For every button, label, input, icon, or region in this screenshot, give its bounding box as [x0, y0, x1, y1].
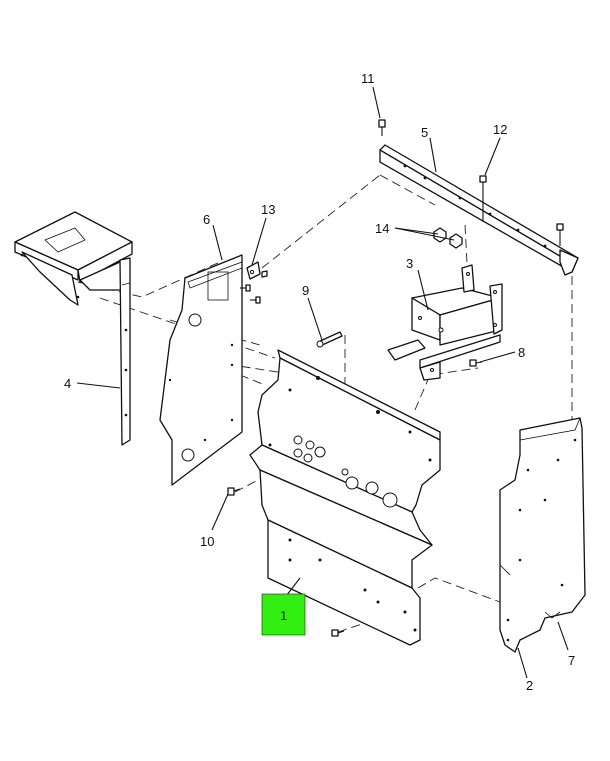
part-12-bolt	[479, 175, 564, 246]
part-1-center-panel	[249, 349, 441, 646]
part-11-bolt	[378, 119, 386, 136]
callout-9[interactable]: 9	[302, 283, 309, 298]
callout-1[interactable]: 1	[280, 608, 287, 623]
callout-14[interactable]: 14	[375, 221, 389, 236]
callout-12[interactable]: 12	[493, 122, 507, 137]
callout-13[interactable]: 13	[261, 202, 275, 217]
part-2-right-panel	[499, 417, 586, 653]
callout-8[interactable]: 8	[518, 345, 525, 360]
part-3-bracket	[387, 264, 503, 381]
part-7-tab	[544, 611, 561, 619]
screw-bottom	[331, 629, 345, 637]
part-5-rail	[379, 144, 579, 276]
callout-5[interactable]: 5	[421, 125, 428, 140]
callout-6[interactable]: 6	[203, 212, 210, 227]
callout-labels: 1 2 3 4 5 6 7 8 9 10 11 12 13 14	[64, 71, 575, 693]
part-14-nuts	[433, 227, 463, 249]
screws-near-part-6	[240, 284, 261, 304]
callout-10[interactable]: 10	[200, 534, 214, 549]
callout-2[interactable]: 2	[526, 678, 533, 693]
part-4-bracket	[14, 211, 133, 446]
callout-3[interactable]: 3	[406, 256, 413, 271]
part-10-screw	[227, 487, 241, 496]
part-13-clip	[246, 261, 268, 301]
part-6-side-plate	[159, 254, 243, 486]
part-9-bolt	[316, 331, 343, 348]
part-8-screw	[469, 359, 483, 367]
callout-11[interactable]: 11	[361, 71, 375, 86]
callout-4[interactable]: 4	[64, 376, 71, 391]
callout-7[interactable]: 7	[568, 653, 575, 668]
highlight-box	[261, 593, 306, 636]
leader-lines	[76, 86, 569, 679]
